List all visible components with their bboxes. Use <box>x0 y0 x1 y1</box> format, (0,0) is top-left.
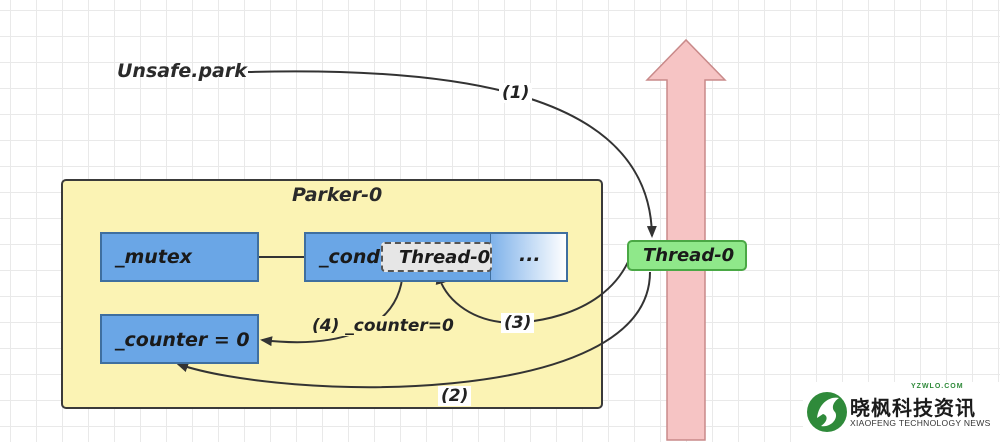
cond-ellipsis: ... <box>519 244 541 266</box>
step-2-label: (2) <box>438 386 472 406</box>
counter-label: _counter = 0 <box>115 329 250 351</box>
flow-2 <box>176 271 651 389</box>
cond-thread-box: Thread-0 <box>381 242 492 272</box>
mutex-box: _mutex <box>100 232 259 282</box>
unsafe-park-label: Unsafe.park <box>117 60 247 82</box>
cond-label: _cond <box>319 246 380 268</box>
step-1-label: (1) <box>499 83 533 103</box>
watermark: YZWLO.COM 晓枫科技资讯 XIAOFENG TECHNOLOGY NEW… <box>803 382 1000 442</box>
step-3-label: (3) <box>501 313 535 333</box>
watermark-name-en: XIAOFENG TECHNOLOGY NEWS <box>850 418 991 428</box>
watermark-name-cn: 晓枫科技资讯 <box>850 396 976 420</box>
watermark-url: YZWLO.COM <box>911 383 964 390</box>
mutex-label: _mutex <box>115 246 193 268</box>
watermark-leaf-icon <box>807 392 847 432</box>
thread-box: Thread-0 <box>627 240 747 271</box>
cond-queue-tail: ... <box>490 232 568 282</box>
thread-label: Thread-0 <box>643 245 735 266</box>
cond-thread-label: Thread-0 <box>399 247 491 268</box>
parker-title: Parker-0 <box>292 184 383 206</box>
flow-1 <box>247 70 657 238</box>
step-4-label: (4) _counter=0 <box>309 316 457 336</box>
counter-box: _counter = 0 <box>100 314 259 364</box>
